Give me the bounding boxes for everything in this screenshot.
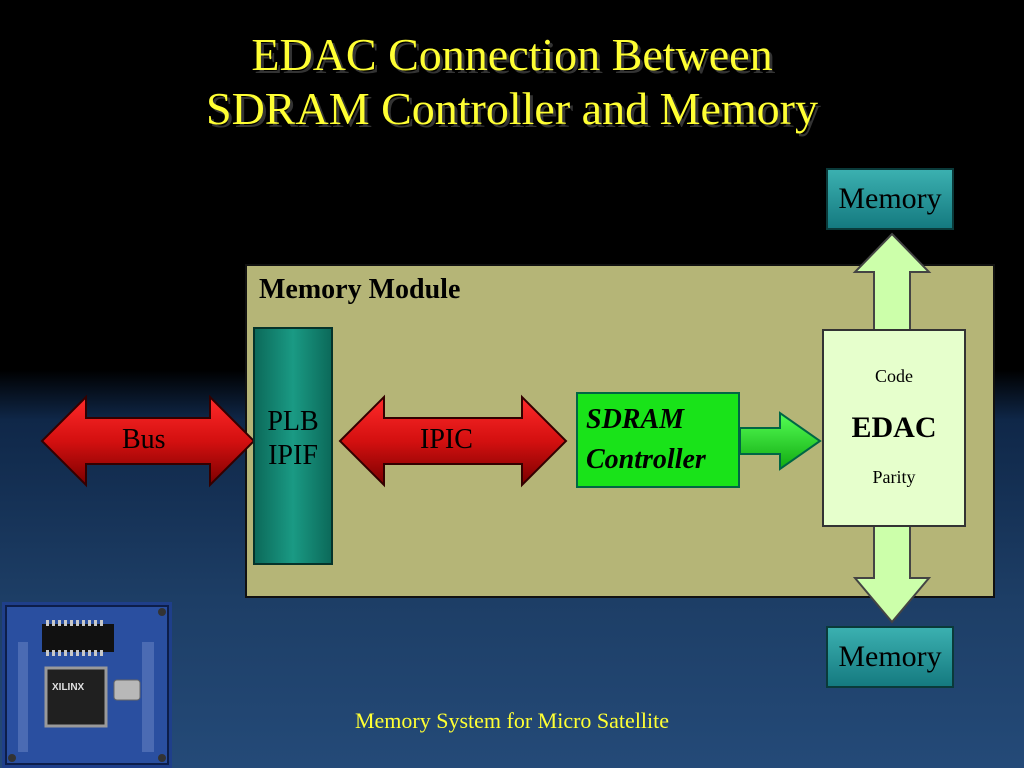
ipic-label: IPIC xyxy=(420,424,473,455)
title-line-1: EDAC Connection Between xyxy=(251,29,773,80)
memory-bottom-block: Memory xyxy=(826,626,954,688)
edac-parity-label: Parity xyxy=(872,467,916,487)
slide-title: EDAC Connection Between SDRAM Controller… xyxy=(0,28,1024,136)
controller-label: Controller xyxy=(586,444,706,475)
ipic-arrow xyxy=(338,394,568,488)
circuit-board-photo: XILINX xyxy=(2,602,172,768)
edac-code-label: Code xyxy=(875,366,913,386)
edac-block: Code EDAC Parity xyxy=(822,329,966,527)
sdram-label: SDRAM xyxy=(586,404,685,435)
edac-to-bottom-memory-arrow xyxy=(852,525,932,624)
title-line-2: SDRAM Controller and Memory xyxy=(205,83,818,134)
plb-label: PLB xyxy=(267,406,319,437)
edac-to-top-memory-arrow xyxy=(852,232,932,331)
memory-top-label: Memory xyxy=(838,182,942,215)
bus-label: Bus xyxy=(122,424,166,455)
memory-module-label: Memory Module xyxy=(259,274,461,305)
sdram-to-edac-arrow xyxy=(739,411,822,471)
slide-footer: Memory System for Micro Satellite xyxy=(354,708,670,733)
memory-top-block: Memory xyxy=(826,168,954,230)
chip-brand-text: XILINX xyxy=(52,682,85,693)
edac-label: EDAC xyxy=(851,411,937,444)
ipif-label: IPIF xyxy=(268,440,318,471)
memory-bottom-label: Memory xyxy=(838,640,942,673)
plb-ipif-block: PLB IPIF xyxy=(253,327,333,565)
sdram-controller-block: SDRAM Controller xyxy=(576,392,740,488)
